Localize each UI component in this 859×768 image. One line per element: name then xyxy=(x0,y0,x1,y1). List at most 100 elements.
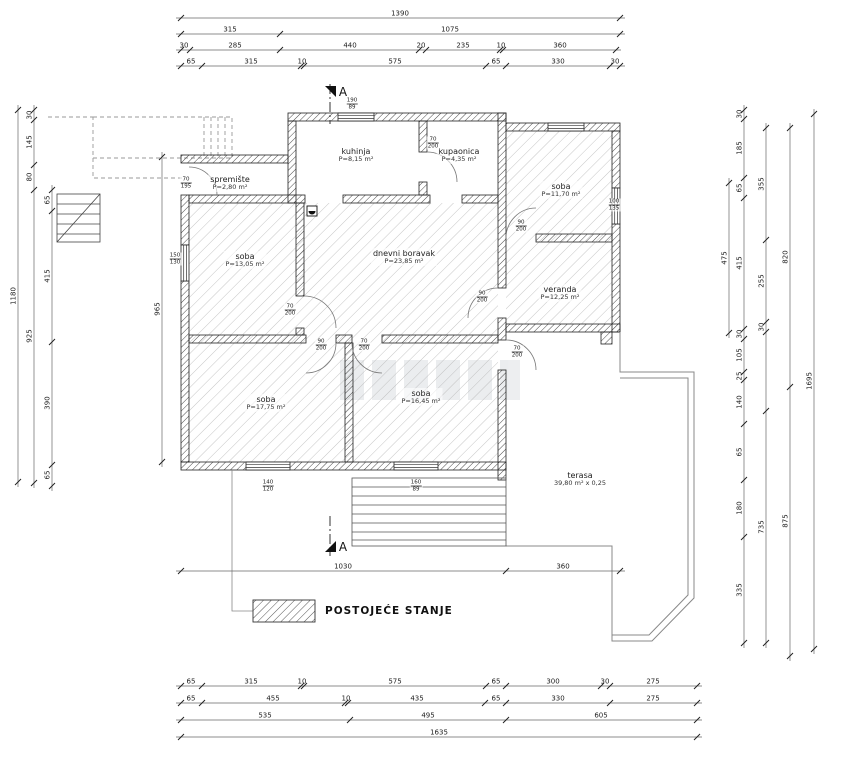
dimension-value: 820 xyxy=(782,250,790,263)
dimension-tick xyxy=(502,716,510,724)
dimension-tick xyxy=(198,682,206,690)
dimension-tick xyxy=(786,124,794,132)
opening-size-label: 160 89 xyxy=(409,479,423,493)
dashed-exterior-stair xyxy=(48,116,233,179)
dimension-tick xyxy=(740,533,748,541)
dimension-tick xyxy=(810,645,818,653)
dimension-value: 285 xyxy=(228,42,241,50)
exterior-stair-left xyxy=(56,193,101,243)
dimension-value: 455 xyxy=(266,695,279,703)
dimension-tick xyxy=(762,236,770,244)
dimension-value: 65 xyxy=(187,678,196,686)
dimension-value: 10 xyxy=(298,58,307,66)
dimension-value: 475 xyxy=(721,251,729,264)
dimension-tick xyxy=(502,682,510,690)
dimension-value: 1695 xyxy=(806,372,814,390)
dimension-tick xyxy=(276,30,284,38)
dimension-tick xyxy=(616,567,624,575)
dimension-tick xyxy=(198,699,206,707)
dimension-tick xyxy=(346,716,354,724)
dimension-tick xyxy=(177,699,185,707)
dimension-value: 965 xyxy=(154,302,162,315)
dimension-tick xyxy=(612,46,620,54)
dimension-tick xyxy=(297,62,305,70)
dimension-tick xyxy=(502,62,510,70)
dimension-value: 605 xyxy=(594,712,607,720)
dimension-value: 30 xyxy=(736,330,744,339)
terrace-outline xyxy=(506,332,695,642)
dimension-value: 65 xyxy=(187,58,196,66)
dimension-value: 1635 xyxy=(430,729,448,737)
dimension-value: 575 xyxy=(388,58,401,66)
opening-size-label: 90 200 xyxy=(514,219,528,233)
dimension-tick xyxy=(177,46,185,54)
dimension-value: 300 xyxy=(546,678,559,686)
dimension-value: 330 xyxy=(551,695,564,703)
dimension-tick xyxy=(606,682,614,690)
dimension-value: 390 xyxy=(44,396,52,409)
dimension-value: 145 xyxy=(26,135,34,148)
dimension-tick xyxy=(30,116,38,124)
dimension-value: 435 xyxy=(410,695,423,703)
dimension-tick xyxy=(48,482,56,490)
stove-icon xyxy=(306,205,318,217)
dimension-tick xyxy=(481,699,489,707)
dimension-tick xyxy=(740,174,748,182)
room-label-soba-4: soba P=16,45 m² xyxy=(399,388,443,406)
dimension-value: 925 xyxy=(26,329,34,342)
section-flag-top xyxy=(325,86,336,97)
legend xyxy=(231,470,316,623)
dimension-tick xyxy=(48,338,56,346)
dimension-tick xyxy=(693,682,701,690)
dimension-value: 315 xyxy=(223,26,236,34)
dimension-value: 235 xyxy=(456,42,469,50)
dimension-value: 65 xyxy=(736,184,744,193)
dimension-value: 255 xyxy=(758,274,766,287)
section-line xyxy=(325,84,336,556)
dimension-tick xyxy=(606,62,614,70)
dimension-value: 140 xyxy=(736,395,744,408)
room-label-veranda: veranda P=12,25 m² xyxy=(538,284,582,302)
dimension-tick xyxy=(422,46,430,54)
dimension-tick xyxy=(725,179,733,187)
dimension-tick xyxy=(616,62,624,70)
opening-size-label: 150 130 xyxy=(168,252,182,266)
dimension-tick xyxy=(740,335,748,343)
opening-size-label: 70 200 xyxy=(283,303,297,317)
dimension-tick xyxy=(158,458,166,466)
legend-hatch-swatch xyxy=(252,599,316,623)
dimension-value: 65 xyxy=(492,58,501,66)
dimension-tick xyxy=(693,699,701,707)
dimension-value: 1180 xyxy=(10,287,18,305)
dimension-value: 415 xyxy=(736,256,744,269)
opening-size-label: 70 200 xyxy=(426,136,440,150)
dimension-value: 440 xyxy=(343,42,356,50)
dimension-tick xyxy=(762,639,770,647)
dimension-tick xyxy=(606,699,614,707)
room-label-soba-1: soba P=13,05 m² xyxy=(223,251,267,269)
section-flag-bottom xyxy=(325,541,336,552)
dimension-value: 80 xyxy=(26,173,34,182)
dimension-value: 65 xyxy=(187,695,196,703)
dimension-tick xyxy=(496,46,504,54)
dimension-value: 65 xyxy=(492,695,501,703)
dimension-tick xyxy=(740,106,748,114)
dimension-value: 315 xyxy=(244,58,257,66)
opening-size-label: 70 200 xyxy=(357,338,371,352)
dimension-value: 65 xyxy=(44,196,52,205)
dimension-value: 185 xyxy=(736,141,744,154)
dimension-tick xyxy=(740,639,748,647)
room-label-kuhinja: kuhinja P=8,15 m² xyxy=(336,146,376,164)
dimension-tick xyxy=(198,62,206,70)
dimension-tick xyxy=(740,476,748,484)
dimension-tick xyxy=(810,110,818,118)
dimension-tick xyxy=(725,329,733,337)
room-label-spremiste: spremište P=2,80 m² xyxy=(208,174,252,192)
dimension-value: 10 xyxy=(298,678,307,686)
dimension-value: 330 xyxy=(551,58,564,66)
opening-size-label: 70 200 xyxy=(510,345,524,359)
dimension-tick xyxy=(177,30,185,38)
dimension-tick xyxy=(158,153,166,161)
dimension-tick xyxy=(502,567,510,575)
dimension-value: 30 xyxy=(26,111,34,120)
